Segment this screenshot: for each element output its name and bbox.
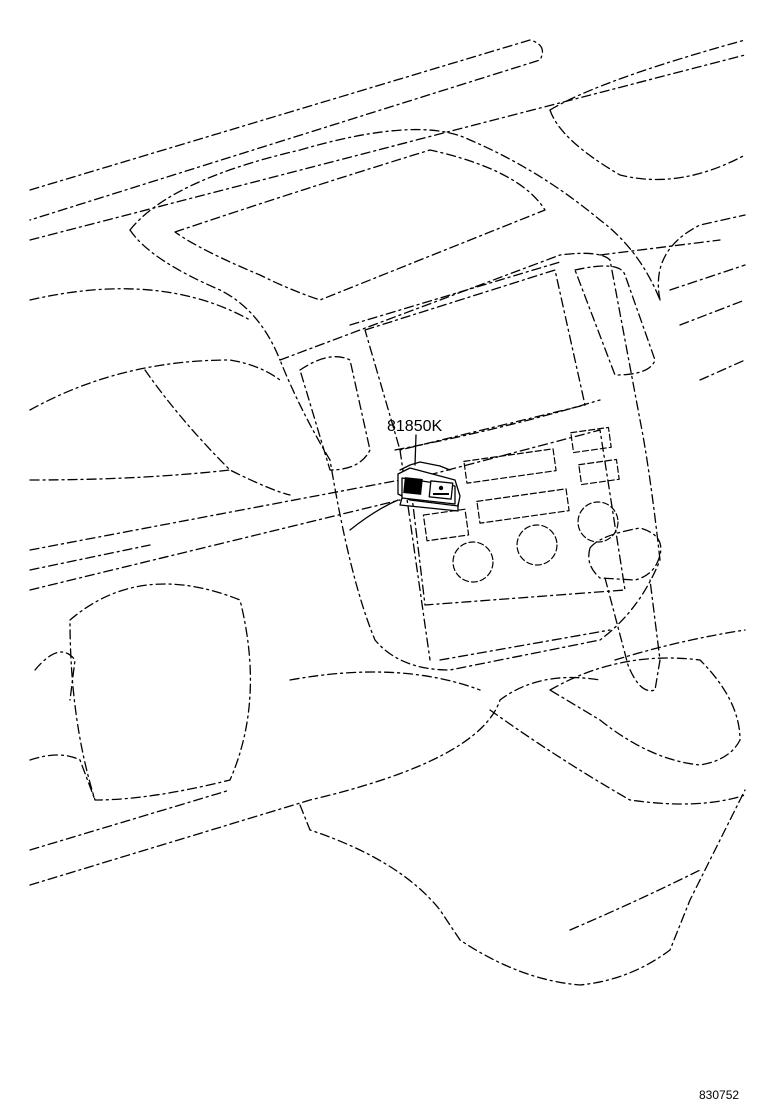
part-81850k-switch[interactable] [397, 461, 461, 512]
part-leader-line-lower [349, 499, 399, 531]
shift-lever [549, 527, 746, 766]
cluster-hood [129, 128, 661, 361]
upper-dash-edges [29, 39, 746, 241]
diagram-code: 830752 [699, 1088, 739, 1102]
part-number-label: 81850K [387, 418, 442, 435]
left-dash-panels [29, 288, 401, 591]
part-leader-line [414, 434, 417, 466]
center-console [299, 709, 746, 986]
center-stack [279, 252, 661, 671]
lower-dash [29, 583, 601, 886]
hvac-controls [422, 426, 620, 583]
right-side-dash [599, 214, 746, 381]
